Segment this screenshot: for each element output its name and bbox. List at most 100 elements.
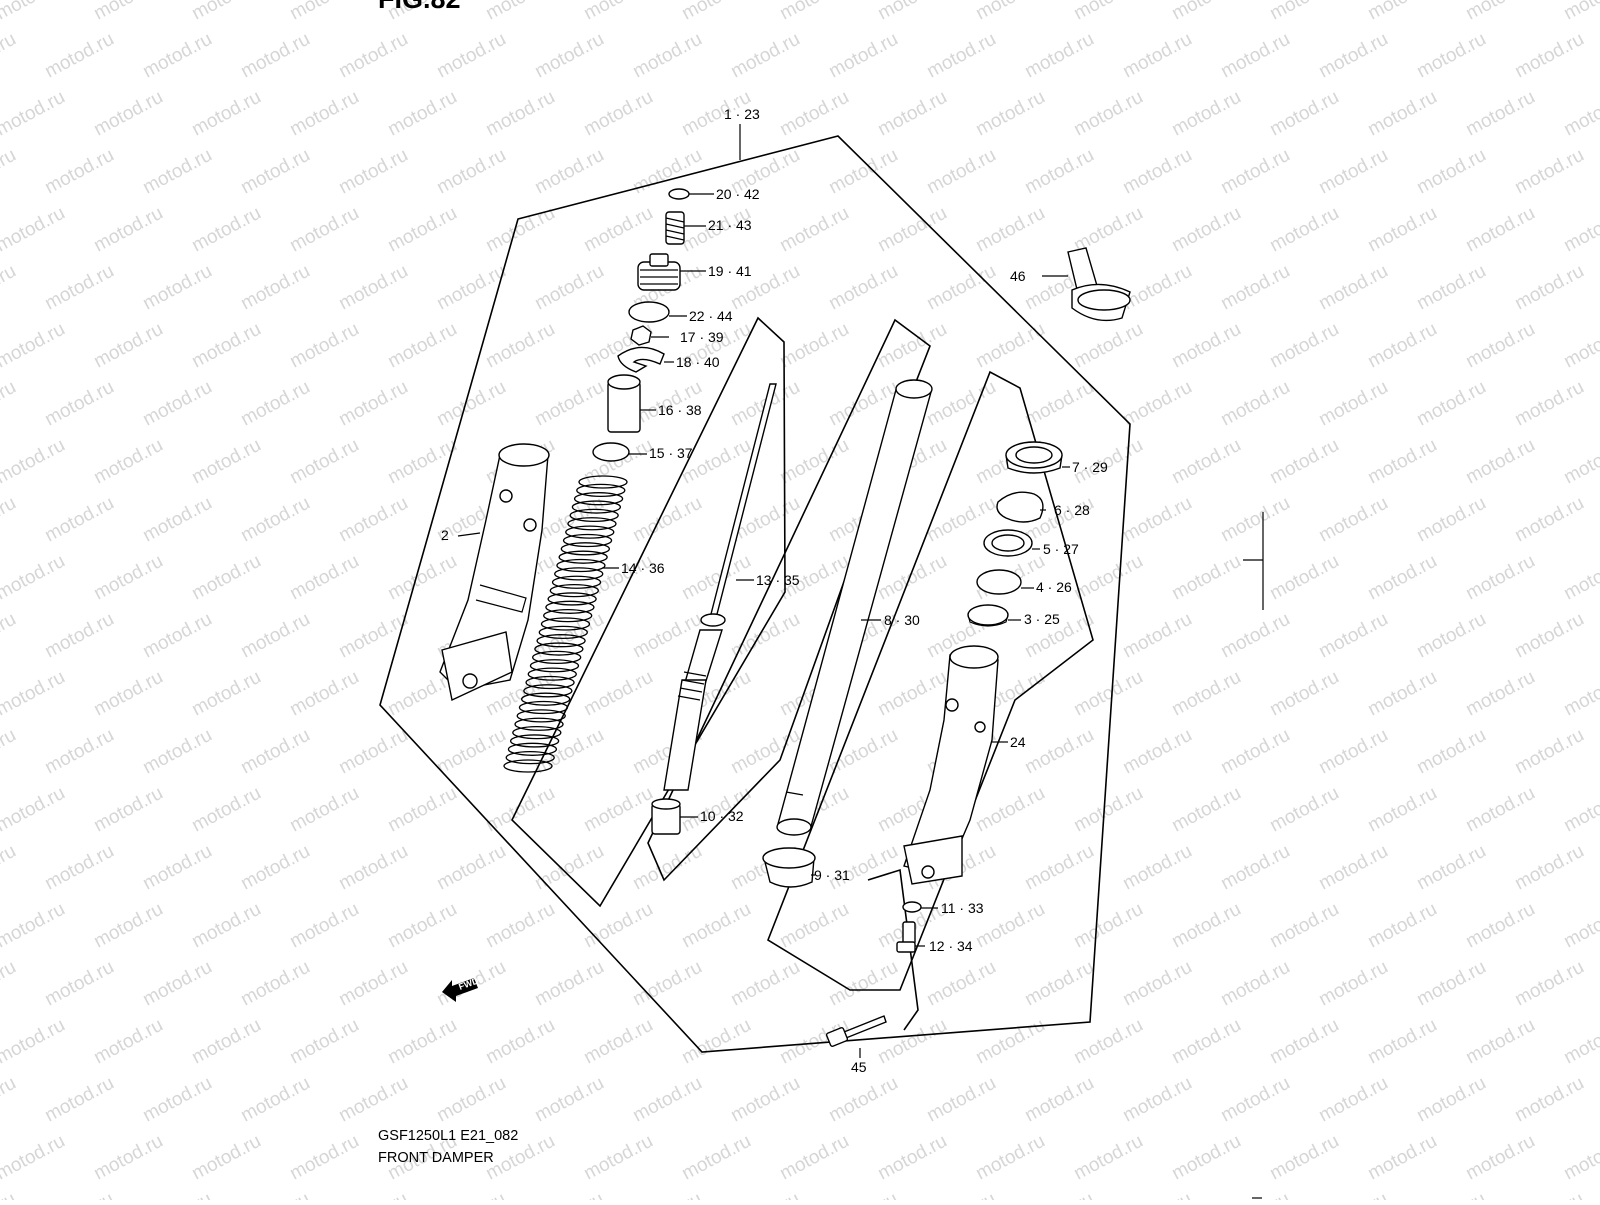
- watermark-text: motod.ru: [1070, 899, 1146, 953]
- watermark-text: motod.ru: [1168, 783, 1244, 837]
- watermark-text: motod.ru: [0, 725, 20, 779]
- watermark-text: motod.ru: [41, 957, 117, 1011]
- watermark-text: motod.ru: [1119, 725, 1195, 779]
- watermark-text: motod.ru: [1217, 841, 1293, 895]
- watermark-text: motod.ru: [580, 1015, 656, 1069]
- watermark-text: motod.ru: [1511, 1189, 1587, 1200]
- watermark-text: motod.ru: [1168, 667, 1244, 721]
- watermark-text: motod.ru: [678, 1131, 754, 1185]
- watermark-text: motod.ru: [531, 145, 607, 199]
- watermark-text: motod.ru: [188, 1015, 264, 1069]
- watermark-text: motod.ru: [0, 957, 20, 1011]
- watermark-text: motod.ru: [188, 667, 264, 721]
- spring-coil: [512, 725, 562, 740]
- watermark-text: motod.ru: [286, 1015, 362, 1069]
- watermark-text: motod.ru: [972, 783, 1048, 837]
- watermark-text: motod.ru: [580, 435, 656, 489]
- watermark-text: motod.ru: [1511, 725, 1587, 779]
- callout-18-40: 18 · 40: [676, 354, 720, 370]
- watermark-text: motod.ru: [335, 145, 411, 199]
- watermark-text: motod.ru: [1217, 29, 1293, 83]
- callout-9-31: 9 · 31: [814, 867, 850, 883]
- watermark-text: motod.ru: [286, 1131, 362, 1185]
- watermark-text: motod.ru: [1413, 377, 1489, 431]
- watermark-text: motod.ru: [188, 0, 264, 24]
- spring-coil: [560, 542, 611, 556]
- watermark-text: motod.ru: [1315, 377, 1391, 431]
- outer-bushing-part: [967, 604, 1009, 627]
- watermark-text: motod.ru: [90, 0, 166, 24]
- watermark-text: motod.ru: [90, 551, 166, 605]
- watermark-text: motod.ru: [482, 319, 558, 373]
- watermark-text: motod.ru: [1315, 145, 1391, 199]
- watermark-text: motod.ru: [237, 725, 313, 779]
- watermark-text: motod.ru: [139, 725, 215, 779]
- spring-coil: [507, 742, 558, 756]
- watermark-text: motod.ru: [1364, 551, 1440, 605]
- watermark-text: motod.ru: [188, 319, 264, 373]
- watermark-text: motod.ru: [0, 841, 20, 895]
- watermark-text: motod.ru: [0, 145, 20, 199]
- watermark-text: motod.ru: [629, 1189, 705, 1200]
- watermark-text: motod.ru: [286, 783, 362, 837]
- watermark-text: motod.ru: [286, 551, 362, 605]
- watermark-text: motod.ru: [237, 609, 313, 663]
- spring-coil: [503, 759, 553, 773]
- watermark-text: motod.ru: [1462, 87, 1538, 141]
- watermark-text: motod.ru: [1462, 1131, 1538, 1185]
- watermark-text: motod.ru: [1511, 29, 1587, 83]
- leader-lines: [457, 193, 1070, 1058]
- watermark-text: motod.ru: [629, 957, 705, 1011]
- watermark-text: motod.ru: [1315, 1073, 1391, 1127]
- watermark-text: motod.ru: [1266, 435, 1342, 489]
- spring-coil: [573, 492, 624, 506]
- watermark-text: motod.ru: [825, 957, 901, 1011]
- watermark-text: motod.ru: [531, 261, 607, 315]
- watermark-text: motod.ru: [1462, 203, 1538, 257]
- watermark-text: motod.ru: [1119, 1189, 1195, 1200]
- watermark-text: motod.ru: [0, 0, 69, 24]
- watermark-text: motod.ru: [433, 29, 509, 83]
- watermark-text: motod.ru: [531, 29, 607, 83]
- watermark-text: motod.ru: [1119, 145, 1195, 199]
- watermark-text: motod.ru: [41, 29, 117, 83]
- watermark-text: motod.ru: [874, 1131, 950, 1185]
- watermark-text: motod.ru: [923, 261, 999, 315]
- watermark-text: motod.ru: [237, 29, 313, 83]
- callout-5-27: 5 · 27: [1043, 541, 1079, 557]
- spring-coil: [520, 692, 571, 706]
- spacer-part: [607, 374, 641, 433]
- watermark-text: motod.ru: [1413, 957, 1489, 1011]
- o-ring-part: [668, 188, 690, 200]
- watermark-text: motod.ru: [433, 1073, 509, 1127]
- watermark-text: motod.ru: [188, 551, 264, 605]
- watermark-text: motod.ru: [433, 841, 509, 895]
- watermark-text: motod.ru: [90, 667, 166, 721]
- watermark-text: motod.ru: [1168, 435, 1244, 489]
- watermark-text: motod.ru: [1560, 551, 1600, 605]
- watermark-text: motod.ru: [1560, 203, 1600, 257]
- watermark-text: motod.ru: [0, 377, 20, 431]
- watermark-text: motod.ru: [1315, 261, 1391, 315]
- clamp-bolt-part: [825, 1015, 887, 1047]
- watermark-text: motod.ru: [1266, 1131, 1342, 1185]
- watermark-text: motod.ru: [188, 203, 264, 257]
- o-ring-large-part: [628, 301, 670, 323]
- watermark-text: motod.ru: [1217, 609, 1293, 663]
- watermark-text: motod.ru: [90, 319, 166, 373]
- oil-seal-washer-part: [976, 569, 1022, 595]
- watermark-text: motod.ru: [0, 551, 69, 605]
- damper-bolt-part: [896, 921, 916, 953]
- watermark-text: motod.ru: [1070, 319, 1146, 373]
- callout-8-30: 8 · 30: [884, 612, 920, 628]
- watermark-text: motod.ru: [1217, 1073, 1293, 1127]
- watermark-text: motod.ru: [335, 725, 411, 779]
- watermark-text: motod.ru: [433, 1189, 509, 1200]
- spring-coil: [534, 642, 584, 656]
- callout-7-29: 7 · 29: [1072, 459, 1108, 475]
- spring-coil: [525, 675, 575, 690]
- watermark-text: motod.ru: [629, 493, 705, 547]
- callout-22-44: 22 · 44: [689, 308, 733, 324]
- watermark-text: motod.ru: [384, 1015, 460, 1069]
- watermark-text: motod.ru: [1168, 551, 1244, 605]
